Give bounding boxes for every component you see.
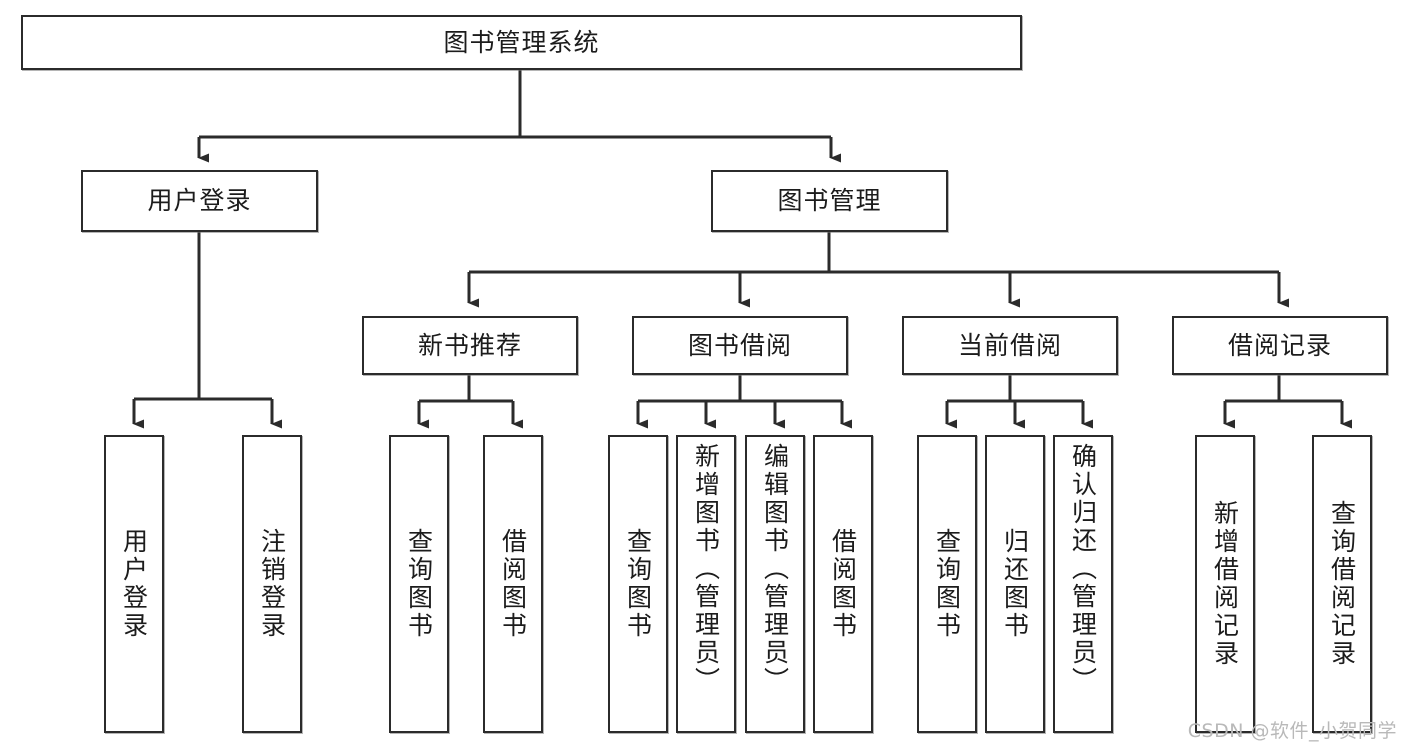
- node-label: 图书管理: [777, 186, 882, 215]
- node-label: 当前借阅: [957, 330, 1062, 360]
- node-current-borrow[interactable]: 当前借阅: [902, 316, 1118, 375]
- node-label: 确认归还（管理员）: [1068, 443, 1098, 695]
- node-borrow-records[interactable]: 借阅记录: [1172, 316, 1388, 375]
- leaf-return-books[interactable]: 归还图书: [985, 435, 1045, 733]
- node-root[interactable]: 图书管理系统: [21, 15, 1022, 70]
- node-label: 用户登录: [147, 186, 252, 215]
- leaf-borrow-books-borrow[interactable]: 借阅图书: [813, 435, 873, 733]
- leaf-query-books-recommend[interactable]: 查询图书: [389, 435, 449, 733]
- leaf-edit-book-admin[interactable]: 编辑图书（管理员）: [745, 435, 805, 733]
- node-label: 借阅图书: [498, 528, 528, 640]
- watermark: CSDN @软件_小贺同学: [1187, 720, 1397, 742]
- node-label: 查询图书: [623, 528, 653, 640]
- node-label: 查询图书: [404, 528, 434, 640]
- node-label: 编辑图书（管理员）: [760, 443, 790, 695]
- node-label: 借阅记录: [1227, 330, 1332, 360]
- node-label: 注销登录: [257, 528, 287, 640]
- node-label: 图书管理系统: [443, 27, 600, 57]
- leaf-logout[interactable]: 注销登录: [242, 435, 302, 733]
- node-label: 归还图书: [1000, 528, 1030, 640]
- leaf-add-borrow-record[interactable]: 新增借阅记录: [1195, 435, 1255, 733]
- leaf-query-books-current[interactable]: 查询图书: [917, 435, 977, 733]
- node-label: 查询图书: [932, 528, 962, 640]
- leaf-add-book-admin[interactable]: 新增图书（管理员）: [676, 435, 736, 733]
- leaf-user-login[interactable]: 用户登录: [104, 435, 164, 733]
- node-label: 新书推荐: [417, 330, 522, 360]
- node-label: 查询借阅记录: [1327, 500, 1357, 668]
- node-new-book-recommend[interactable]: 新书推荐: [362, 316, 578, 375]
- node-book-borrow[interactable]: 图书借阅: [632, 316, 848, 375]
- node-label: 新增借阅记录: [1210, 500, 1240, 668]
- leaf-query-borrow-record[interactable]: 查询借阅记录: [1312, 435, 1372, 733]
- node-label: 借阅图书: [828, 528, 858, 640]
- node-user-login[interactable]: 用户登录: [81, 170, 318, 232]
- leaf-borrow-books-recommend[interactable]: 借阅图书: [483, 435, 543, 733]
- node-book-management[interactable]: 图书管理: [711, 170, 948, 232]
- node-label: 图书借阅: [687, 330, 792, 360]
- node-label: 新增图书（管理员）: [691, 443, 721, 695]
- node-label: 用户登录: [119, 528, 149, 640]
- leaf-query-books-borrow[interactable]: 查询图书: [608, 435, 668, 733]
- leaf-confirm-return-admin[interactable]: 确认归还（管理员）: [1053, 435, 1113, 733]
